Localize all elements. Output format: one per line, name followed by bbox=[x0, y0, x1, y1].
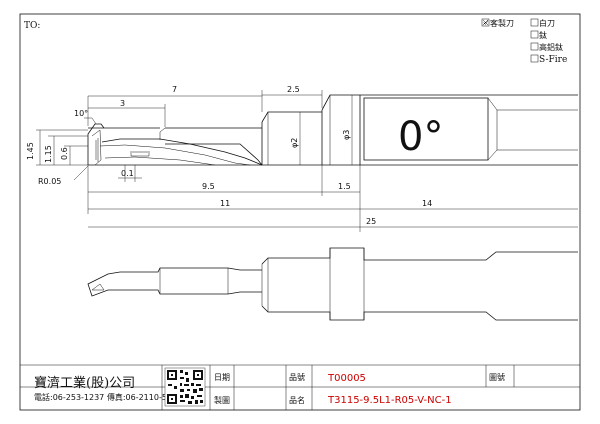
checkbox-icon bbox=[530, 54, 539, 63]
dimension-7: 7 bbox=[87, 85, 263, 126]
material-option-label: S-Fire bbox=[539, 55, 567, 65]
date-label: 日期 bbox=[214, 373, 230, 382]
dimension-label: 14 bbox=[422, 199, 432, 208]
material-option-sfire[interactable]: S-Fire bbox=[530, 54, 567, 65]
material-option-ti[interactable]: 鈦 bbox=[530, 30, 547, 40]
dimension-label: 1.15 bbox=[44, 145, 53, 163]
dimension-label: 0.6 bbox=[60, 147, 69, 160]
dimension-label: 1.45 bbox=[26, 142, 35, 160]
dimension-2-5: 2.5 bbox=[262, 85, 323, 108]
dimension-label: 1.5 bbox=[338, 182, 351, 191]
checkbox-checked-icon bbox=[482, 19, 489, 26]
dimension-label: 0.1 bbox=[121, 169, 134, 178]
part-name-label: 品名 bbox=[289, 395, 305, 405]
dimension-label: 7 bbox=[172, 85, 177, 94]
dimension-9-5: 9.5 1.5 bbox=[87, 165, 361, 232]
dimension-3: 3 bbox=[88, 99, 166, 127]
material-option-white[interactable]: 白刀 bbox=[530, 18, 555, 28]
part-number: T00005 bbox=[327, 373, 366, 384]
dimension-label: φ3 bbox=[342, 130, 351, 140]
material-checkbox-group: 客製刀 白刀 鈦 高鋁鈦 S-Fire bbox=[481, 18, 567, 65]
sheet-border bbox=[19, 13, 581, 411]
drawn-label: 製圖 bbox=[214, 395, 230, 405]
material-option-custom[interactable]: 客製刀 bbox=[481, 18, 514, 28]
angle-marking: 0° bbox=[398, 114, 443, 160]
tool-top-view bbox=[87, 247, 578, 321]
dimension-10-deg: 10° bbox=[74, 109, 97, 125]
checkbox-icon bbox=[530, 30, 539, 39]
company-name: 寶濟工業(股)公司 bbox=[34, 375, 135, 391]
material-option-label: 鈦 bbox=[539, 30, 547, 40]
radius-callout: R0.05 bbox=[38, 165, 89, 186]
checkbox-icon bbox=[530, 42, 539, 51]
dimension-label: 9.5 bbox=[202, 182, 215, 191]
dimension-25: 25 bbox=[88, 217, 578, 228]
material-option-label: 白刀 bbox=[539, 18, 555, 28]
material-option-altin[interactable]: 高鋁鈦 bbox=[530, 42, 563, 52]
dimension-label: 3 bbox=[120, 99, 125, 108]
dimension-label: 10° bbox=[74, 109, 88, 118]
material-option-label: 高鋁鈦 bbox=[539, 42, 563, 52]
checkbox-icon bbox=[530, 18, 539, 27]
company-contact: 電話:06-253-1237 傳真:06-2110-567 bbox=[34, 392, 177, 402]
dimension-11-14: 11 14 bbox=[88, 199, 578, 210]
dimension-label: 11 bbox=[220, 199, 230, 208]
title-block: 寶濟工業(股)公司 電話:06-253-1237 傳真:06-2110-567 … bbox=[20, 364, 580, 410]
dimension-label: 2.5 bbox=[287, 85, 300, 94]
dimension-diameters: φ2 φ3 bbox=[290, 95, 353, 165]
dimension-label: R0.05 bbox=[38, 177, 61, 186]
marking-flat bbox=[363, 97, 489, 161]
part-no-label: 品號 bbox=[289, 372, 305, 382]
tool-side-view bbox=[87, 94, 578, 166]
part-name: T3115-9.5L1-R05-V-NC-1 bbox=[327, 395, 452, 406]
drawing-no-label: 圖號 bbox=[489, 372, 505, 382]
qr-code-icon bbox=[164, 367, 206, 407]
dimension-0-1: 0.1 bbox=[118, 165, 142, 182]
to-label: TO: bbox=[24, 21, 40, 31]
dimension-heights: 1.45 1.15 0.6 bbox=[26, 129, 88, 166]
dimension-label: φ2 bbox=[290, 138, 299, 148]
dimension-label: 25 bbox=[366, 217, 376, 226]
material-option-label: 客製刀 bbox=[490, 18, 514, 28]
